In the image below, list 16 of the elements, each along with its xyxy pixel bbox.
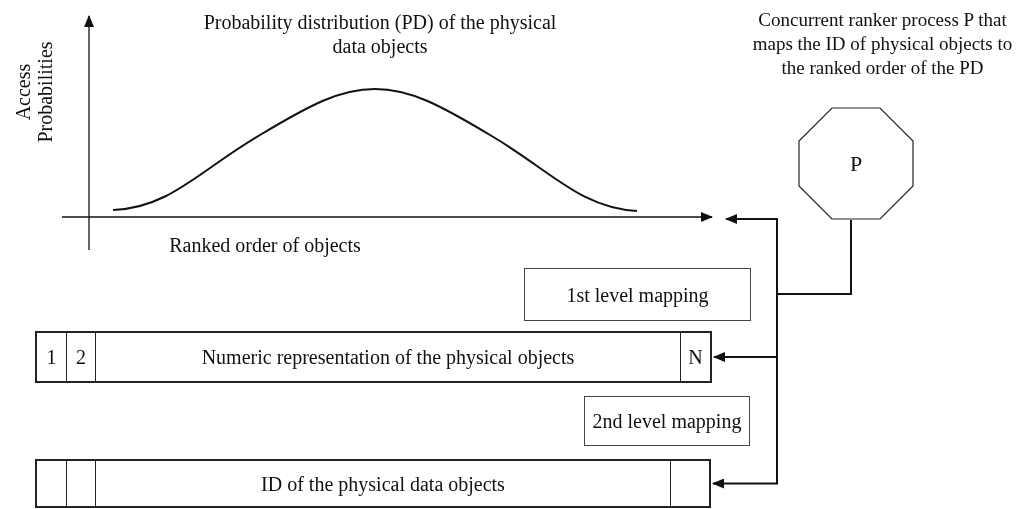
box-label: 2nd level mapping (592, 409, 742, 435)
axis-label: Access Probabilities (12, 41, 56, 143)
cell-text: 1 (46, 345, 57, 370)
box-label: 1st level mapping (566, 282, 709, 309)
chart-title: Probability distribution (PD) of the physical data objects (203, 11, 557, 57)
mapping-box (524, 268, 751, 321)
cell-text: ID of the physical data objects (261, 471, 505, 498)
process-label: P (849, 150, 863, 178)
cell-text: 2 (76, 345, 86, 370)
cell-text: N (688, 345, 703, 370)
mapping-box (584, 396, 750, 446)
data-row (35, 459, 711, 508)
axis-label: Ranked order of objects (169, 234, 361, 256)
data-row (35, 331, 712, 383)
node-caption: Concurrent ranker process P that maps the ID of physical objects to the ranked order of the PD (752, 9, 1013, 78)
cell-text: Numeric representation of the physical objects (201, 345, 575, 371)
